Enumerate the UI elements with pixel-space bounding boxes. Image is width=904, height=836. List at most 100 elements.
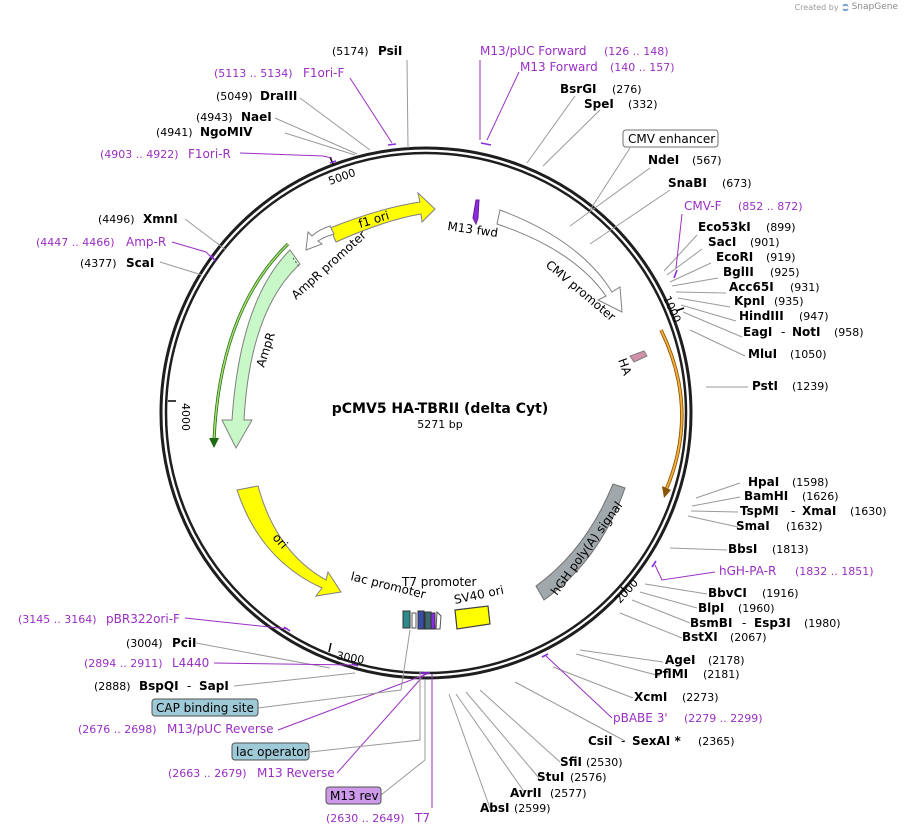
enzyme-bamhi[interactable]: BamHI(1626) [744,489,839,503]
enzyme-sfii[interactable]: SfiI(2530) [560,755,623,769]
cap-binding-site-box[interactable]: CAP binding site [151,698,259,717]
ruler-3000: 3000 [328,642,365,667]
dark-feature[interactable] [424,611,432,630]
primer-name: F1ori-R [188,147,231,161]
enzyme-acc65i[interactable]: Acc65I(931) [729,280,820,294]
enzyme-pcii[interactable]: (3004)PciI [126,636,197,650]
primer-l4440[interactable]: (2894 .. 2911)L4440 [84,656,209,670]
enzyme-name: HpaI [748,475,779,489]
enzyme-avrii[interactable]: AvrII(2577) [510,786,587,800]
ha-arrow[interactable] [629,350,648,363]
enzyme-scai[interactable]: (4377)ScaI [80,256,154,270]
enzyme-pflmi[interactable]: PflMI(2181) [654,667,740,681]
enzyme-name: SpeI [584,97,614,111]
primer-cmv-f[interactable]: CMV-F(852 .. 872) [684,199,803,213]
primer-m13-forward[interactable]: M13 Forward(140 .. 157) [520,60,675,74]
enzyme-ngomiv[interactable]: (4941)NgoMIV [156,125,253,139]
enzyme-pos: (2365) [698,735,735,748]
cmv-promoter-arrow[interactable] [496,209,623,313]
primer-hgh-pa-r[interactable]: hGH-PA-R(1832 .. 1851) [719,564,874,578]
primer-f1ori-f[interactable]: (5113 .. 5134)F1ori-F [214,66,344,80]
enzyme-hindiii[interactable]: HindIII(947) [739,309,829,323]
m13-fwd-arrow[interactable] [472,199,480,226]
primer-m13-puc-forward[interactable]: M13/pUC Forward(126 .. 148) [480,44,669,58]
enzyme-xmni[interactable]: (4496)XmnI [98,212,178,226]
enzyme-blpi[interactable]: BlpI(1960) [698,601,775,615]
cmv-enhancer-box[interactable]: CMV enhancer [622,129,719,148]
primer-range: (4447 .. 4466) [36,236,115,249]
enzyme-snabi[interactable]: SnaBI(673) [668,176,752,190]
enzyme-bsmbi-esp3i[interactable]: BsmBI - Esp3I (1980) [690,616,841,630]
primer-range: (126 .. 148) [604,45,669,58]
purple-feature[interactable] [430,612,436,630]
enzyme-smai[interactable]: SmaI(1632) [736,519,823,533]
enzyme-mlui[interactable]: MluI(1050) [748,347,827,361]
enzyme-saci[interactable]: SacI(901) [708,235,780,249]
enzyme-kpni[interactable]: KpnI(935) [734,294,804,308]
enzyme-name: NgoMIV [200,125,253,139]
teal-feature[interactable] [402,610,411,629]
enzyme-ndei[interactable]: NdeI(567) [648,153,722,167]
primer-name: M13 Reverse [257,766,335,780]
enzyme-name: NdeI [648,153,679,167]
primer-name: M13/pUC Reverse [167,722,274,736]
primer-pbr322ori-f[interactable]: (3145 .. 3164)pBR322ori-F [18,612,180,626]
backbone-outer [159,146,693,680]
watermark-brand: SnapGene [851,2,898,12]
enzyme-pos: (4943) [196,111,233,124]
f1-ori-arrow[interactable] [329,191,436,243]
primer-t7[interactable]: (2630 .. 2649)T7 [326,811,430,825]
enzyme-absi[interactable]: AbsI(2599) [480,801,551,815]
primer-m13-puc-reverse[interactable]: (2676 .. 2698)M13/pUC Reverse [78,722,274,736]
enzyme-bstxi[interactable]: BstXI(2067) [682,630,767,644]
ampr-promoter-arrow[interactable] [305,225,335,251]
enzyme-bspqi-sapi[interactable]: (2888) BspQI - SapI [94,679,229,693]
enzyme-bglii[interactable]: BglII(925) [723,265,800,279]
enzyme-xcmi[interactable]: XcmI(2273) [634,690,719,704]
primer-name: pBABE 3' [613,711,668,725]
enzyme-psii[interactable]: (5174)PsiI [332,44,402,58]
enzyme-tspmi-xmai[interactable]: TspMI - XmaI (1630) [740,504,887,518]
enzyme-bbsi[interactable]: BbsI(1813) [728,542,809,556]
primer-range: (2894 .. 2911) [84,657,163,670]
enzyme-eco53ki[interactable]: Eco53kI(899) [698,220,796,234]
enzyme-pos: (1239) [792,380,829,393]
enzyme-spei[interactable]: SpeI(332) [584,97,658,111]
m13-rev-box[interactable]: M13 rev [325,786,382,805]
enzyme-psti[interactable]: PstI(1239) [752,379,829,393]
sv40-ori-box[interactable] [454,605,491,630]
white-feature[interactable] [411,612,417,629]
enzyme-agei[interactable]: AgeI(2178) [665,653,745,667]
primer-m13-reverse[interactable]: (2663 .. 2679)M13 Reverse [168,766,335,780]
primer-name: pBR322ori-F [106,612,180,626]
enzyme-bbvci[interactable]: BbvCI(1916) [708,586,799,600]
enzyme-pos: (931) [790,281,820,294]
primer-range: (2279 .. 2299) [684,712,763,725]
enzyme-stui[interactable]: StuI(2576) [537,770,607,784]
primer-pbabe-3[interactable]: pBABE 3' (2279 .. 2299) [613,711,763,725]
ampr-arrow[interactable] [221,249,301,450]
enzyme-ecori[interactable]: EcoRI(919) [716,250,796,264]
enzyme-pos: (1980) [804,617,841,630]
primer-f1ori-r[interactable]: (4903 .. 4922)F1ori-R [100,147,231,161]
lac-operator-box[interactable]: lac operator [231,742,310,761]
white-arrow-feature[interactable] [435,610,442,630]
enzyme-draiii[interactable]: (5049)DraIII [216,89,297,103]
primer-name: F1ori-F [303,66,344,80]
snapgene-watermark: Created by SnapGene [795,2,898,12]
enzyme-naei[interactable]: (4943)NaeI [196,110,272,124]
blue-feature[interactable] [417,610,425,630]
ampr-promoter-label: AmpR promoter [289,228,369,302]
primer-amp-r[interactable]: (4447 .. 4466)Amp-R [36,235,166,249]
enzyme-csii-sexai[interactable]: CsiI - SexAI * (2365) [588,734,735,748]
enzyme-eagi-noti[interactable]: EagI - NotI (958) [743,325,864,339]
enzyme-pos: (2576) [570,771,607,784]
hgh-polya-arrow[interactable] [535,483,626,601]
ori-arrow[interactable] [236,485,342,597]
enzyme-name: BsmBI [690,616,732,630]
enzyme-pos: (901) [750,236,780,249]
enzyme-hpai[interactable]: HpaI(1598) [748,475,829,489]
enzyme-name: BglII [723,265,754,279]
enzyme-bsrgi[interactable]: BsrGI(276) [560,82,642,96]
